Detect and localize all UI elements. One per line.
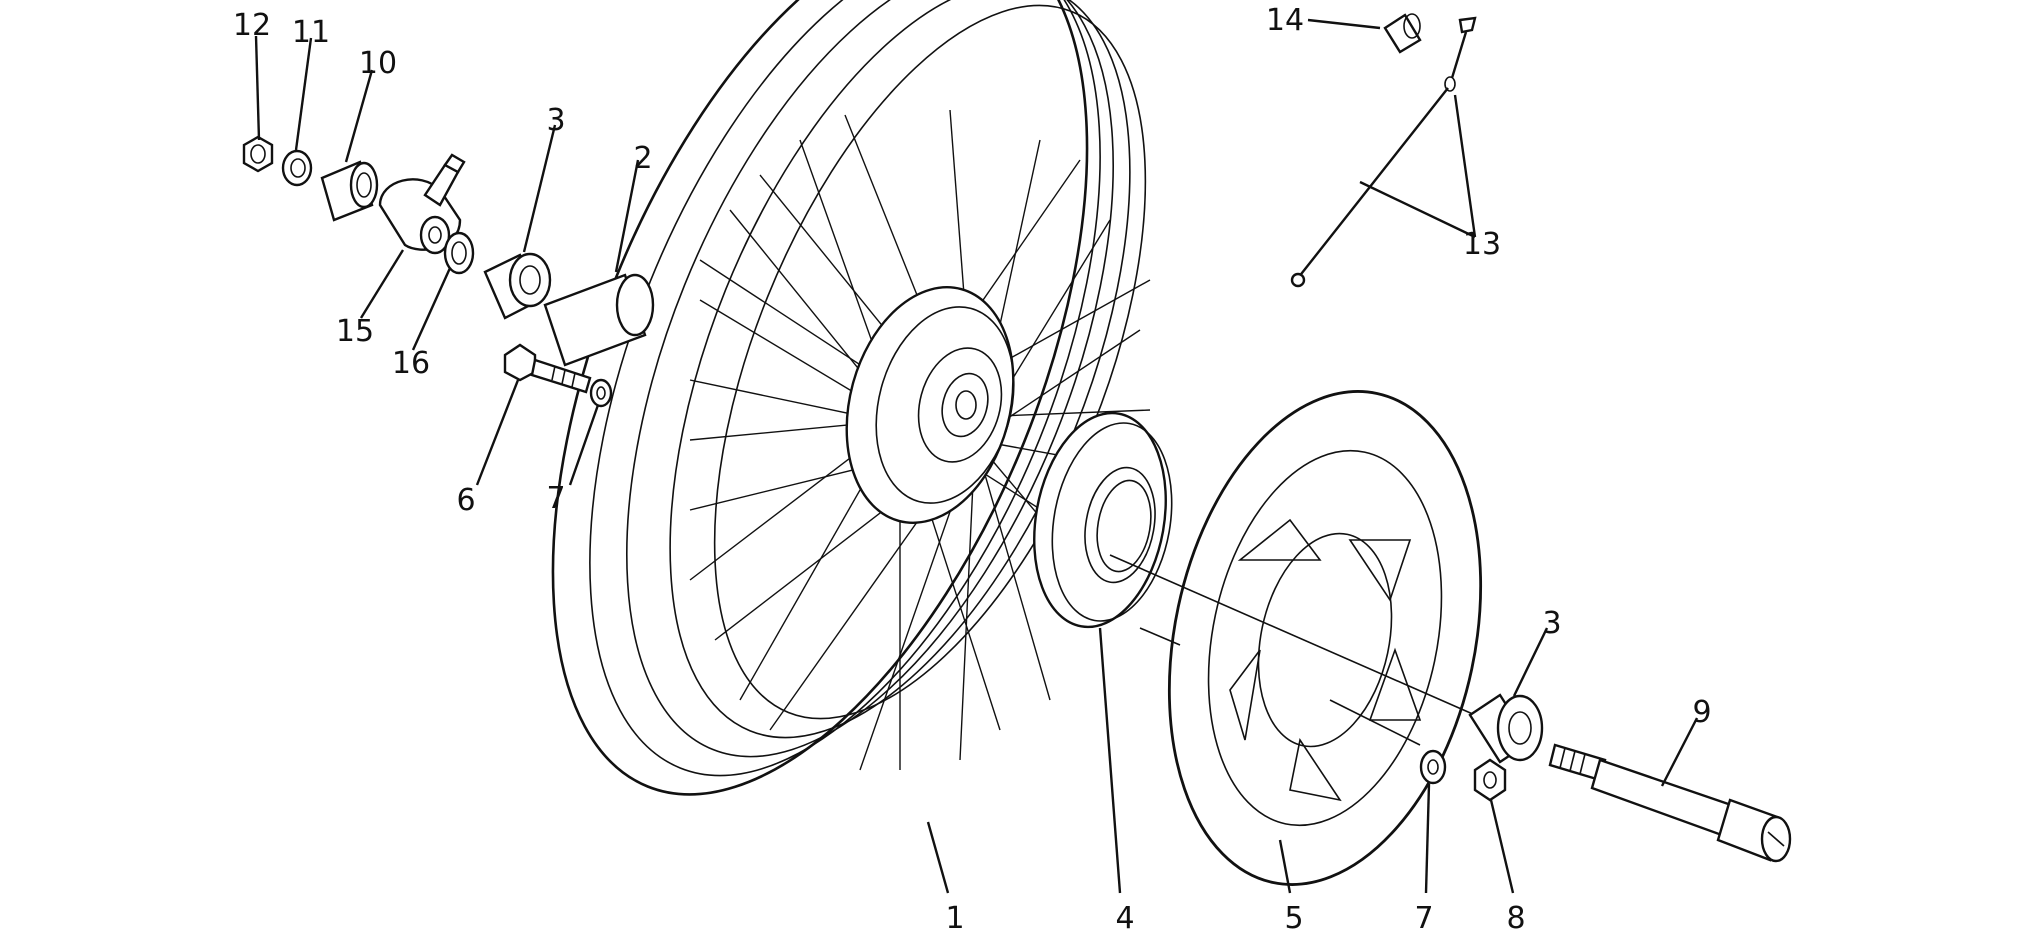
callout-4: 4	[1115, 901, 1134, 936]
part-spoke-nipple-14	[1383, 13, 1422, 54]
brake-disc	[1167, 390, 1483, 886]
part-axle-9	[1548, 743, 1792, 863]
part-speedometer-drive-15	[378, 153, 466, 255]
callout-5: 5	[1284, 901, 1303, 936]
part-spacer-10	[320, 160, 379, 222]
callout-15: 15	[336, 314, 374, 349]
spoked-wheel	[551, 0, 1151, 796]
callout-11: 11	[292, 15, 330, 50]
part-spoke-13	[1290, 16, 1477, 288]
part-hub-spacer-2	[543, 273, 655, 367]
assembly-axis-lines	[1109, 554, 1476, 746]
part-bearing-3-right	[1468, 693, 1544, 764]
leader-lines	[254, 18, 1699, 894]
callout-3-left: 3	[546, 103, 565, 138]
part-washer-7-left	[589, 378, 613, 408]
part-washer-7-right	[1419, 749, 1447, 785]
callout-6: 6	[456, 483, 475, 518]
callout-3-right: 3	[1542, 606, 1561, 641]
callout-10: 10	[359, 46, 397, 81]
callout-7-left: 7	[546, 481, 565, 516]
part-nut-12	[242, 135, 274, 173]
part-seal-16	[443, 231, 475, 275]
callout-1: 1	[945, 901, 964, 936]
part-bolt-6	[503, 343, 592, 394]
callout-14: 14	[1266, 3, 1304, 38]
callout-8: 8	[1506, 901, 1525, 936]
callout-16: 16	[392, 346, 430, 381]
callout-12: 12	[233, 8, 271, 43]
part-washer-11	[281, 149, 313, 187]
callout-9: 9	[1692, 695, 1711, 730]
brake-disc-flange	[1033, 411, 1173, 629]
part-nut-8	[1473, 758, 1507, 802]
callout-2: 2	[633, 141, 652, 176]
callout-13: 13	[1463, 227, 1501, 262]
callout-7-right: 7	[1414, 901, 1433, 936]
part-bearing-3-left	[483, 252, 552, 320]
